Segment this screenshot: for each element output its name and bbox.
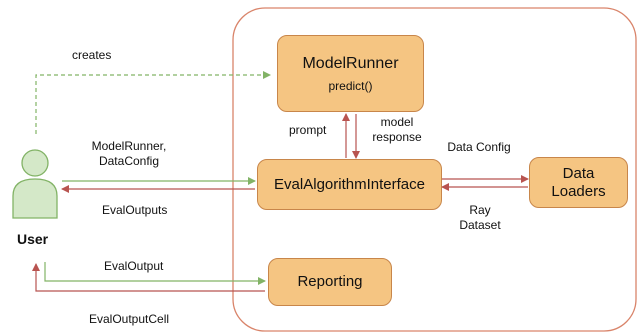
model-runner-node[interactable]: ModelRunner predict() bbox=[277, 35, 424, 112]
data-loaders-title: Data Loaders bbox=[551, 164, 606, 200]
reporting-node[interactable]: Reporting bbox=[268, 258, 392, 306]
model-response-label: model response bbox=[372, 115, 422, 144]
eval-algorithm-interface-node[interactable]: EvalAlgorithmInterface bbox=[257, 159, 442, 210]
user-label: User bbox=[17, 231, 49, 247]
evaloutput-arrow bbox=[44, 262, 266, 285]
creates-arrow bbox=[35, 71, 271, 134]
ray-dataset-label: Ray Dataset bbox=[459, 203, 501, 232]
evaloutputcell-label: EvalOutputCell bbox=[89, 312, 170, 326]
evaloutputs-label: EvalOutputs bbox=[102, 203, 168, 217]
evaloutput-label: EvalOutput bbox=[104, 259, 164, 273]
prompt-label: prompt bbox=[289, 123, 327, 137]
user-icon bbox=[12, 149, 58, 219]
eval-interface-title: EvalAlgorithmInterface bbox=[274, 175, 425, 193]
data-config-label: Data Config bbox=[447, 140, 511, 154]
evaloutputcell-arrow bbox=[32, 263, 265, 292]
creates-label: creates bbox=[72, 48, 112, 62]
reporting-title: Reporting bbox=[297, 273, 363, 290]
data-loaders-node[interactable]: Data Loaders bbox=[529, 157, 628, 208]
system-boundary bbox=[232, 7, 637, 332]
model-runner-method: predict() bbox=[328, 78, 373, 93]
modelrunner-dataconfig-label: ModelRunner, DataConfig bbox=[91, 139, 167, 168]
model-runner-title: ModelRunner bbox=[302, 54, 399, 72]
